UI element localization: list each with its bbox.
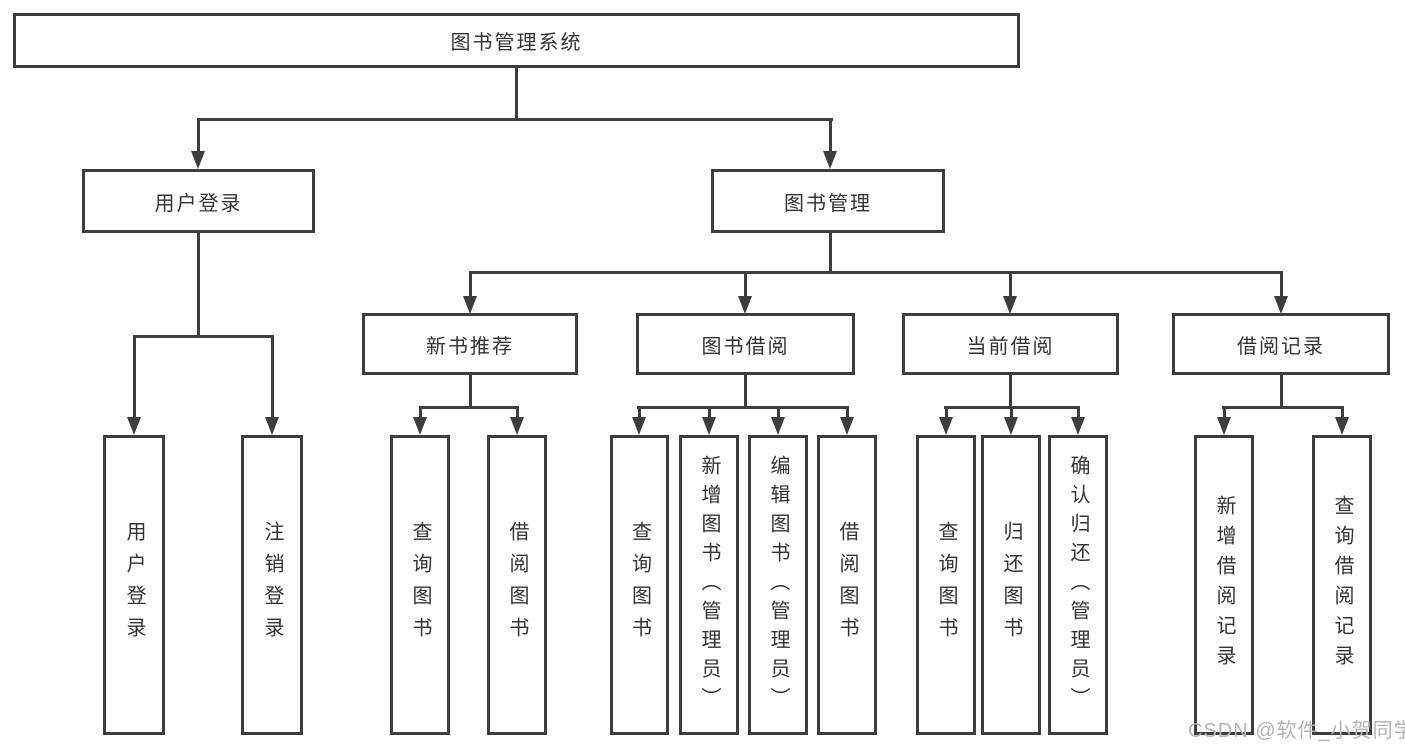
leaf-return-books: 归还图书 xyxy=(981,435,1041,735)
connector-line xyxy=(744,271,747,297)
node-label: 查询图书 xyxy=(628,521,651,649)
connector-line xyxy=(638,406,641,419)
connector-line xyxy=(469,271,1283,274)
node-label: 注销登录 xyxy=(261,521,283,649)
connector-line xyxy=(708,406,711,419)
connector-arrow xyxy=(510,417,524,435)
node-label: 新书推荐 xyxy=(426,335,514,358)
node-borrow-records: 借阅记录 xyxy=(1172,313,1390,375)
node-current-borrow: 当前借阅 xyxy=(902,313,1119,375)
connector-line xyxy=(516,406,519,419)
node-label: 借阅记录 xyxy=(1237,335,1325,358)
connector-arrow xyxy=(1003,296,1017,314)
connector-line xyxy=(1222,406,1344,409)
leaf-logout-login: 注销登录 xyxy=(241,435,303,735)
connector-line xyxy=(1341,406,1344,419)
node-label: 借阅图书 xyxy=(836,521,858,649)
connector-line xyxy=(945,406,948,419)
node-book-management: 图书管理 xyxy=(711,169,945,233)
connector-line xyxy=(1280,375,1283,409)
leaf-query-borrow-record: 查询借阅记录 xyxy=(1312,435,1372,735)
connector-line xyxy=(1009,271,1012,297)
connector-arrow xyxy=(1217,417,1231,435)
connector-line xyxy=(744,375,747,409)
connector-arrow xyxy=(738,296,752,314)
connector-line xyxy=(197,118,200,152)
connector-arrow xyxy=(127,417,141,435)
leaf-borrow-books: 借阅图书 xyxy=(817,435,877,735)
node-label: 图书借阅 xyxy=(701,335,790,358)
node-label: 查询图书 xyxy=(409,521,431,649)
connector-line xyxy=(469,271,472,297)
node-label: 新增图书（管理员） xyxy=(698,454,720,716)
connector-arrow xyxy=(840,417,854,435)
connector-arrow xyxy=(771,417,785,435)
connector-line xyxy=(637,406,849,409)
node-new-book-recommend: 新书推荐 xyxy=(362,313,578,375)
node-label: 新增借阅记录 xyxy=(1213,495,1235,675)
leaf-query-books-borrow: 查询图书 xyxy=(610,435,669,735)
connector-line xyxy=(419,406,422,419)
connector-line xyxy=(846,406,849,419)
connector-arrow xyxy=(1335,417,1349,435)
node-label: 当前借阅 xyxy=(966,335,1055,358)
connector-line xyxy=(829,118,832,152)
connector-arrow xyxy=(939,417,953,435)
connector-arrow xyxy=(702,417,716,435)
node-label: 借阅图书 xyxy=(506,521,528,649)
connector-line xyxy=(197,233,200,338)
connector-line xyxy=(271,335,274,418)
node-library-system: 图书管理系统 xyxy=(13,13,1020,68)
node-book-borrow: 图书借阅 xyxy=(636,313,855,375)
connector-arrow xyxy=(265,417,279,435)
connector-line xyxy=(469,375,472,409)
leaf-query-books-recommend: 查询图书 xyxy=(390,435,450,735)
leaf-borrow-books-recommend: 借阅图书 xyxy=(487,435,547,735)
leaf-query-books-current: 查询图书 xyxy=(916,435,976,735)
leaf-confirm-return-admin: 确认归还（管理员） xyxy=(1048,435,1108,735)
leaf-edit-books-admin: 编辑图书（管理员） xyxy=(748,435,808,735)
connector-line xyxy=(197,118,833,121)
leaf-user-login: 用户登录 xyxy=(103,435,165,735)
node-label: 确认归还（管理员） xyxy=(1067,454,1089,716)
leaf-add-borrow-record: 新增借阅记录 xyxy=(1194,435,1254,735)
connector-arrow xyxy=(1004,417,1018,435)
node-label: 编辑图书（管理员） xyxy=(767,454,789,716)
connector-line xyxy=(1010,406,1013,419)
connector-line xyxy=(1223,406,1226,419)
node-label: 查询借阅记录 xyxy=(1331,495,1353,675)
connector-arrow xyxy=(1274,296,1288,314)
connector-arrow xyxy=(1071,417,1085,435)
connector-line xyxy=(1280,271,1283,297)
connector-arrow xyxy=(632,417,646,435)
connector-line xyxy=(1077,406,1080,419)
connector-line xyxy=(1009,375,1012,409)
node-label: 图书管理 xyxy=(784,192,872,215)
leaf-add-books-admin: 新增图书（管理员） xyxy=(679,435,739,735)
node-label: 图书管理系统 xyxy=(450,32,583,54)
node-label: 查询图书 xyxy=(935,521,957,649)
node-label: 归还图书 xyxy=(1000,521,1022,649)
connector-line xyxy=(133,335,136,418)
connector-line xyxy=(515,68,518,118)
csdn-watermark: CSDN @软件_小贺同学 xyxy=(1188,720,1405,742)
connector-line xyxy=(133,335,274,338)
connector-arrow xyxy=(413,417,427,435)
connector-arrow xyxy=(823,151,837,169)
node-label: 用户登录 xyxy=(123,521,145,649)
connector-line xyxy=(829,233,832,274)
connector-line xyxy=(419,406,519,409)
connector-arrow xyxy=(191,151,205,169)
node-user-login: 用户登录 xyxy=(82,169,315,233)
node-label: 用户登录 xyxy=(154,192,243,215)
connector-arrow xyxy=(463,296,477,314)
connector-line xyxy=(777,406,780,419)
